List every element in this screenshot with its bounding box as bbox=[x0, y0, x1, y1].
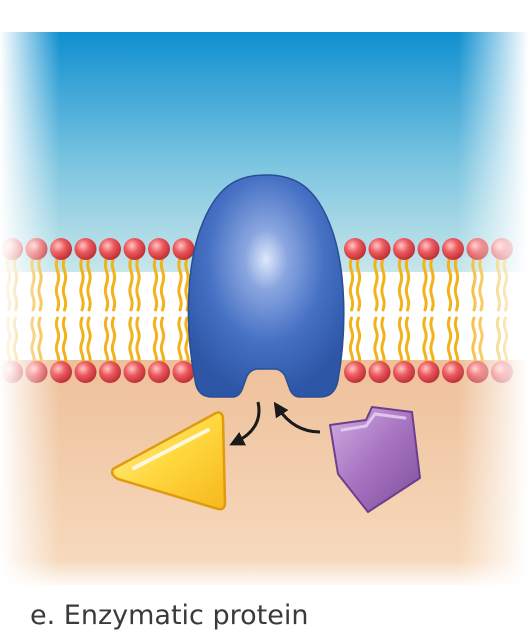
lipid-tail bbox=[110, 256, 117, 312]
lipid-tail bbox=[79, 256, 85, 312]
enzyme-protein bbox=[187, 174, 345, 398]
phospholipid-head bbox=[368, 361, 391, 383]
lipid-tail bbox=[348, 256, 355, 312]
phospholipid-head bbox=[74, 361, 97, 383]
phospholipid-head bbox=[123, 238, 146, 260]
phospholipid-head bbox=[148, 361, 170, 383]
lipid-tail bbox=[128, 316, 134, 368]
lipid-tail bbox=[61, 316, 68, 368]
lipid-tail bbox=[373, 256, 379, 312]
phospholipid-head bbox=[123, 361, 146, 383]
lipid-tail bbox=[152, 316, 159, 368]
lipid-tail bbox=[152, 256, 159, 312]
lipid-tail bbox=[355, 316, 362, 368]
substrate-binding-arrow bbox=[273, 401, 321, 434]
lipid-tail bbox=[177, 316, 183, 368]
lipid-tail bbox=[128, 256, 134, 312]
lipid-tail bbox=[103, 316, 110, 368]
phospholipid-head bbox=[99, 361, 121, 383]
lipid-tail bbox=[135, 316, 141, 368]
lipid-tail bbox=[355, 256, 362, 312]
lipid-tail bbox=[348, 316, 355, 368]
triangle-highlight bbox=[132, 428, 210, 470]
lipid-tail bbox=[397, 256, 404, 312]
figure-caption: e. Enzymatic protein bbox=[30, 600, 309, 631]
phospholipid-head bbox=[393, 238, 415, 260]
left-fade bbox=[0, 0, 60, 600]
lipid-tail bbox=[453, 256, 460, 312]
phospholipid-head bbox=[172, 361, 195, 383]
lipid-tail bbox=[103, 256, 110, 312]
cytoplasm-region bbox=[0, 360, 528, 585]
lipid-tail bbox=[422, 256, 428, 312]
phospholipid-head bbox=[368, 238, 391, 260]
purple-polygon-molecule bbox=[329, 406, 421, 513]
lipid-tail bbox=[159, 316, 166, 368]
lipid-tail bbox=[61, 256, 68, 312]
phospholipid-head bbox=[99, 238, 121, 260]
phospholipid-head bbox=[344, 361, 366, 383]
lipid-tail bbox=[404, 316, 411, 368]
right-fade bbox=[458, 0, 528, 600]
polygon-highlight bbox=[340, 412, 407, 432]
phospholipid-head bbox=[393, 361, 415, 383]
phospholipid-head bbox=[74, 238, 97, 260]
lipid-tail bbox=[453, 316, 460, 368]
lipid-tail bbox=[184, 316, 190, 368]
phospholipid-head bbox=[417, 361, 440, 383]
lipid-tail bbox=[380, 316, 386, 368]
phospholipid-head bbox=[172, 238, 195, 260]
lipid-tail bbox=[380, 256, 386, 312]
bottom-fade bbox=[0, 560, 528, 590]
lipid-tail bbox=[422, 316, 428, 368]
lipid-tail bbox=[159, 256, 166, 312]
phospholipid-head bbox=[417, 238, 440, 260]
lipid-tail bbox=[135, 256, 141, 312]
product-release-arrow bbox=[229, 401, 261, 446]
phospholipid-head bbox=[344, 238, 366, 260]
lipid-tail bbox=[429, 316, 435, 368]
lipid-tail bbox=[79, 316, 85, 368]
lipid-tail bbox=[373, 316, 379, 368]
lipid-tail bbox=[110, 316, 117, 368]
lipid-tail bbox=[397, 316, 404, 368]
lipid-tail bbox=[86, 316, 92, 368]
lipid-tail bbox=[177, 256, 183, 312]
lipid-tail bbox=[86, 256, 92, 312]
lipid-tail bbox=[446, 256, 453, 312]
lipid-tail bbox=[404, 256, 411, 312]
phospholipid-head bbox=[148, 238, 170, 260]
lipid-tail bbox=[429, 256, 435, 312]
lipid-tail bbox=[446, 316, 453, 368]
